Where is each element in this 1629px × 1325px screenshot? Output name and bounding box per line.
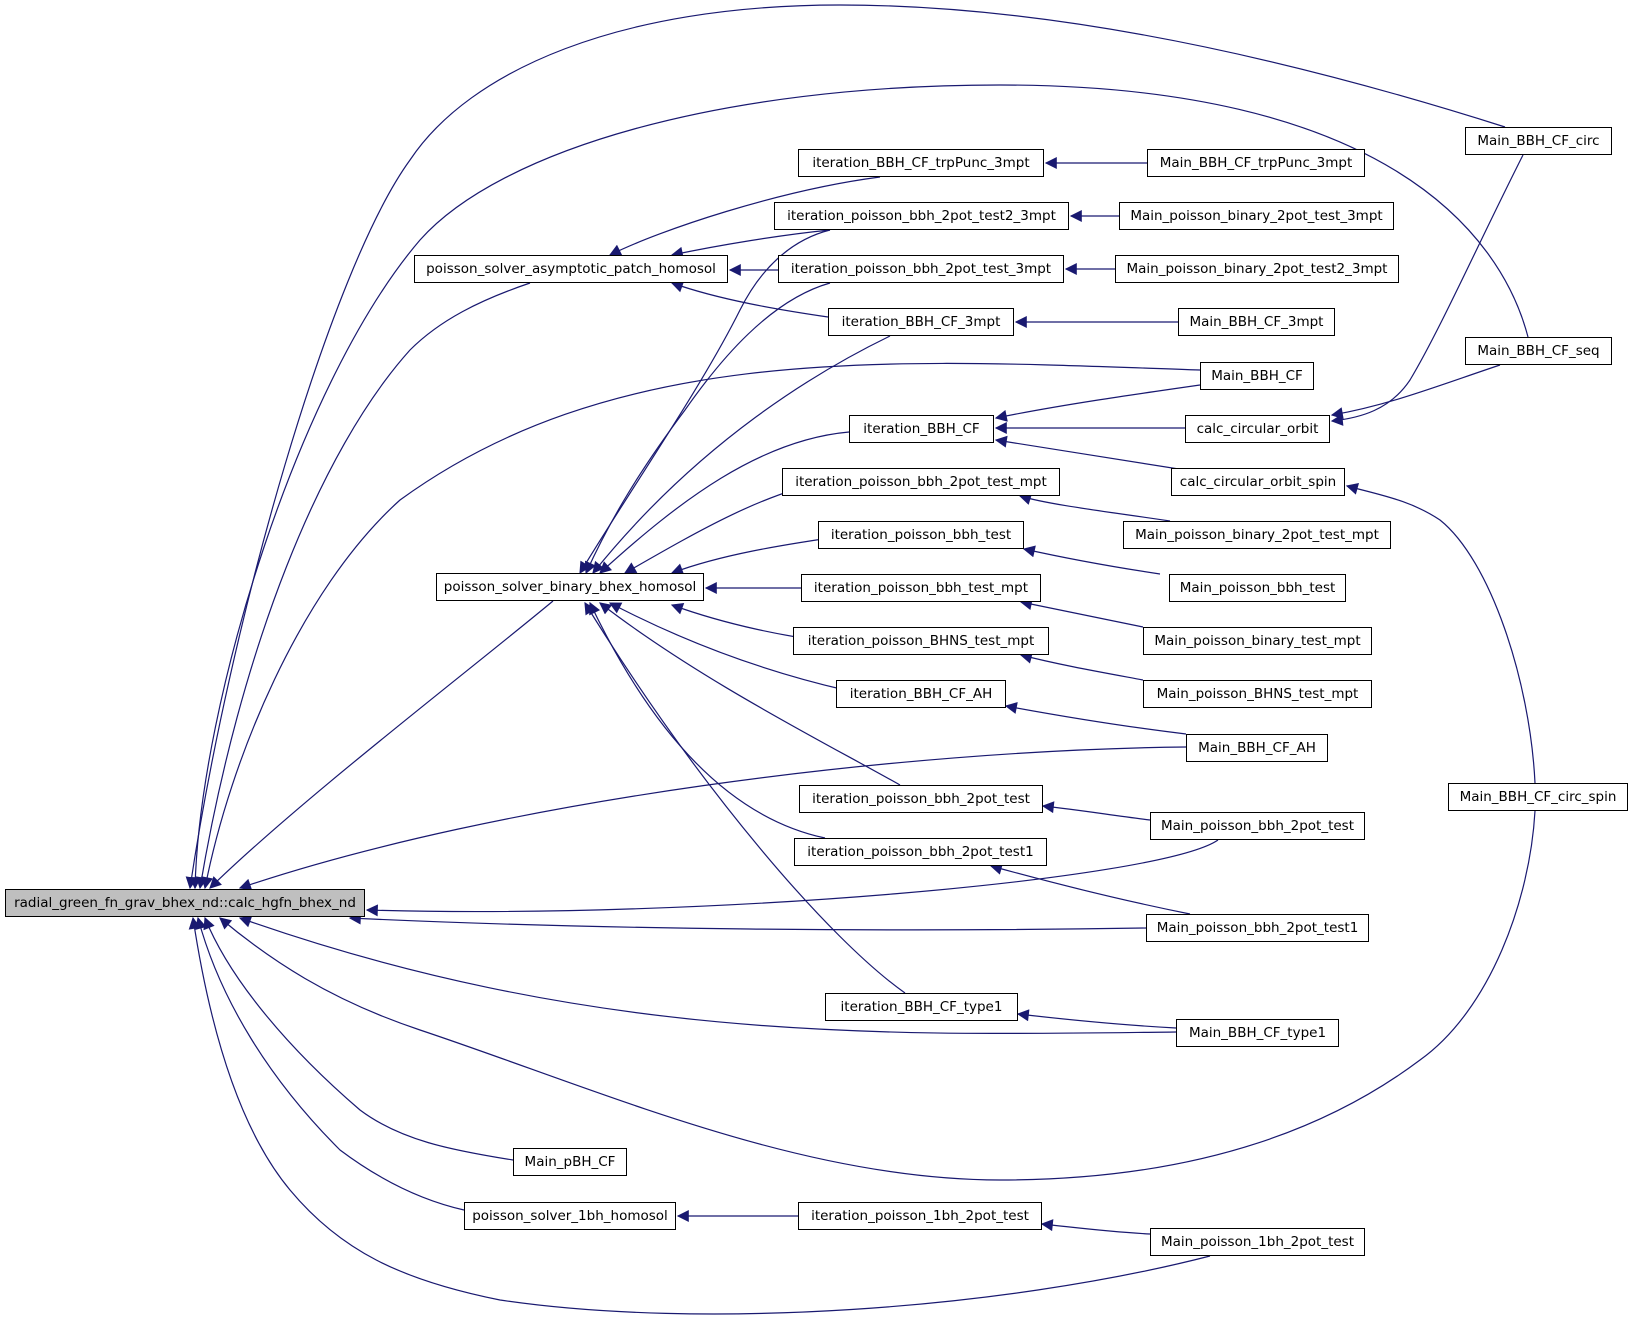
node-main-poisson-binary-test-mpt[interactable]: Main_poisson_binary_test_mpt [1143, 627, 1372, 655]
node-iteration-poisson-bbh-2pot-test1[interactable]: iteration_poisson_bbh_2pot_test1 [794, 838, 1047, 866]
node-iteration-poisson-bbh-2pot-test-mpt[interactable]: iteration_poisson_bbh_2pot_test_mpt [782, 468, 1060, 496]
edge-main-bbh-cf-circ-to-root [185, 4, 1506, 890]
node-iteration-poisson-1bh-2pot-test[interactable]: iteration_poisson_1bh_2pot_test [798, 1202, 1042, 1230]
node-iteration-poisson-bbh-2pot-test-3mpt[interactable]: iteration_poisson_bbh_2pot_test_3mpt [778, 255, 1064, 283]
node-calc-circular-orbit-spin[interactable]: calc_circular_orbit_spin [1171, 468, 1345, 496]
node-iteration-bbh-cf-ah[interactable]: iteration_BBH_CF_AH [836, 680, 1006, 708]
node-main-poisson-binary-2pot-test2-3mpt[interactable]: Main_poisson_binary_2pot_test2_3mpt [1115, 255, 1399, 283]
edge-m-bin-mpt-to-it-test-mpt [1019, 598, 1144, 628]
edge-main-pbh-cf-to-root [203, 916, 514, 1161]
node-iteration-poisson-bbh-test-mpt[interactable]: iteration_poisson_bbh_test_mpt [801, 574, 1041, 602]
node-iteration-poisson-bbh-test[interactable]: iteration_poisson_bbh_test [818, 521, 1024, 549]
node-poisson-solver-asymptotic-patch-homosol[interactable]: poisson_solver_asymptotic_patch_homosol [414, 255, 728, 283]
node-iteration-bbh-cf-type1[interactable]: iteration_BBH_CF_type1 [825, 993, 1018, 1021]
node-main-poisson-bhns-test-mpt[interactable]: Main_poisson_BHNS_test_mpt [1143, 680, 1372, 708]
edge-calc-orbit-spin-to-it-cf [994, 435, 1186, 471]
edge-main-bbh-cf-type1-to-root [238, 915, 1177, 1035]
node-main-bbh-cf-type1[interactable]: Main_BBH_CF_type1 [1176, 1019, 1339, 1047]
edge-it-cf-3-to-asym [670, 280, 829, 318]
edge-m-bbh-test-to-it-test [1022, 545, 1161, 575]
edge-m-type1-to-it-type1 [1016, 1009, 1177, 1029]
edge-m-bhns-to-it-bhns [1019, 651, 1144, 681]
edge-it-2pt2-3-to-asym [670, 229, 831, 259]
node-main-bbh-cf-ah[interactable]: Main_BBH_CF_AH [1186, 734, 1328, 762]
edge-m-cf-to-it-cf [994, 384, 1201, 422]
edge-binary-to-root [209, 600, 554, 889]
edge-it-2pt-3-to-binary [584, 282, 831, 575]
node-iteration-bbh-cf-trppunc-3mpt[interactable]: iteration_BBH_CF_trpPunc_3mpt [798, 149, 1044, 177]
edge-m-1bh-to-it-1bh [1040, 1219, 1151, 1235]
edge-m-circ-to-calc-orbit [1330, 154, 1524, 426]
edge-it-2pt1-to-binary [589, 601, 826, 839]
node-main-poisson-bbh-test[interactable]: Main_poisson_bbh_test [1169, 574, 1346, 602]
edge-it-cf-to-binary [599, 431, 850, 574]
edge-it-trp-to-asym [608, 176, 881, 256]
edge-main-bbh-cf-ah-to-root [238, 746, 1187, 891]
node-main-bbh-cf-circ[interactable]: Main_BBH_CF_circ [1465, 127, 1612, 155]
node-poisson-solver-1bh-homosol[interactable]: poisson_solver_1bh_homosol [464, 1202, 676, 1230]
edge-main-bbh-cf-circ-spin-to-root [219, 810, 1536, 1181]
node-main-poisson-bbh-2pot-test[interactable]: Main_poisson_bbh_2pot_test [1150, 812, 1365, 840]
node-main-poisson-1bh-2pot-test[interactable]: Main_poisson_1bh_2pot_test [1150, 1228, 1365, 1256]
node-calc-circular-orbit[interactable]: calc_circular_orbit [1185, 415, 1330, 443]
edge-m-seq-to-calc-orbit [1330, 364, 1501, 420]
node-iteration-poisson-bbh-2pot-test2-3mpt[interactable]: iteration_poisson_bbh_2pot_test2_3mpt [774, 202, 1069, 230]
root-function-node: radial_green_fn_grav_bhex_nd::calc_hgfn_… [5, 889, 365, 917]
edge-it-type1-to-binary [584, 601, 906, 994]
node-main-poisson-bbh-2pot-test1[interactable]: Main_poisson_bbh_2pot_test1 [1146, 914, 1369, 942]
edge-it-cf-3-to-binary [592, 335, 891, 574]
node-iteration-poisson-bbh-2pot-test[interactable]: iteration_poisson_bbh_2pot_test [799, 785, 1043, 813]
node-iteration-bbh-cf[interactable]: iteration_BBH_CF [849, 415, 994, 443]
node-main-bbh-cf-seq[interactable]: Main_BBH_CF_seq [1465, 337, 1612, 365]
node-main-bbh-cf-circ-spin[interactable]: Main_BBH_CF_circ_spin [1448, 783, 1628, 811]
edge-main-bbh-cf-to-root [201, 362, 1201, 890]
edge-main-poisson-bbh-2pot-test-to-root [365, 839, 1219, 917]
node-main-bbh-cf[interactable]: Main_BBH_CF [1200, 362, 1314, 390]
node-poisson-solver-binary-bhex-homosol[interactable]: poisson_solver_binary_bhex_homosol [436, 573, 704, 601]
edge-it-2pt-to-binary [599, 602, 901, 786]
node-main-poisson-binary-2pot-test-3mpt[interactable]: Main_poisson_binary_2pot_test_3mpt [1119, 202, 1394, 230]
node-main-bbh-cf-trppunc-3mpt[interactable]: Main_BBH_CF_trpPunc_3mpt [1147, 149, 1365, 177]
edge-layer [185, 4, 1536, 1315]
edge-it-ah-to-binary [608, 602, 846, 691]
edge-asym-to-root [195, 282, 531, 890]
edge-it-2pt2-3-to-binary [579, 229, 831, 575]
edge-m-2pt-to-it-2pt [1041, 801, 1151, 821]
edge-main-bbh-cf-seq-to-root [189, 84, 1529, 890]
edge-m-b2-mpt-to-it-2pt-mpt [1018, 493, 1171, 522]
edge-main-poisson-bbh-2pot-test1-to-root [348, 912, 1147, 931]
edge-m-2pt1-to-it-2pt1 [989, 863, 1191, 915]
edge-m-circ-spin-to-calc-orbit-spin [1345, 483, 1536, 784]
node-iteration-bbh-cf-3mpt[interactable]: iteration_BBH_CF_3mpt [828, 308, 1014, 336]
edge-main-poisson-1bh-2pot-test-to-root [188, 916, 1211, 1315]
node-main-pbh-cf[interactable]: Main_pBH_CF [513, 1148, 627, 1176]
node-main-bbh-cf-3mpt[interactable]: Main_BBH_CF_3mpt [1178, 308, 1335, 336]
node-main-poisson-binary-2pot-test-mpt[interactable]: Main_poisson_binary_2pot_test_mpt [1123, 521, 1391, 549]
edge-bh1-to-root [195, 916, 465, 1211]
node-iteration-poisson-bhns-test-mpt[interactable]: iteration_poisson_BHNS_test_mpt [793, 627, 1049, 655]
edge-m-ah-to-it-ah [1004, 702, 1187, 735]
